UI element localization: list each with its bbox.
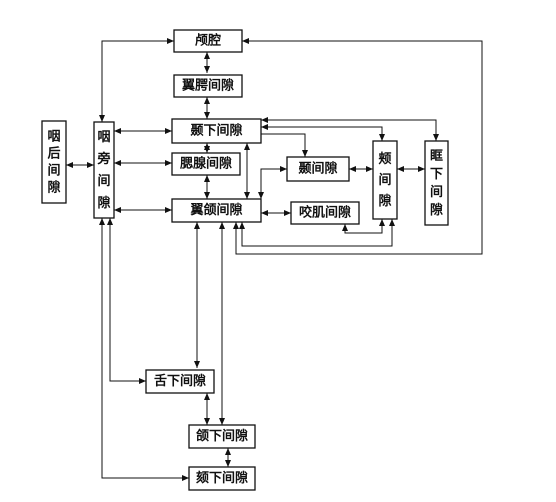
box-retropharyngeal: 咽后间隙 <box>41 120 67 204</box>
label-infratemporal: 颞下间隙 <box>189 123 242 139</box>
box-pterygomandibular: 翼颌间隙 <box>171 198 262 223</box>
label-infraorbital: 眶下间隙 <box>430 149 443 218</box>
label-pterygomandibular: 翼颌间隙 <box>189 202 242 218</box>
label-sublingual: 舌下间隙 <box>154 373 206 389</box>
box-pterygopalatine: 翼腭间隙 <box>173 74 243 98</box>
label-parapharyngeal: 咽旁间隙 <box>96 130 110 211</box>
box-infratemporal: 颞下间隙 <box>171 118 262 144</box>
box-temporal: 颞间隙 <box>286 156 350 182</box>
label-buccal: 颊间隙 <box>378 151 391 209</box>
box-masseteric: 咬肌间隙 <box>290 201 360 225</box>
box-submental: 颏下间隙 <box>188 466 256 491</box>
label-masseteric: 咬肌间隙 <box>299 205 351 221</box>
label-submandibular: 颌下间隙 <box>196 428 248 444</box>
label-retropharyngeal: 咽后间隙 <box>47 129 60 195</box>
label-skull-base: 颅腔 <box>195 33 221 49</box>
label-parotid: 腮腺间隙 <box>180 156 232 172</box>
box-buccal: 颊间隙 <box>372 140 398 220</box>
label-temporal: 颞间隙 <box>297 161 337 177</box>
box-skull-base: 颅腔 <box>173 29 243 53</box>
label-pterygopalatine: 翼腭间隙 <box>181 78 234 94</box>
box-infraorbital: 眶下间隙 <box>424 140 449 226</box>
box-sublingual: 舌下间隙 <box>145 369 215 394</box>
label-submental: 颏下间隙 <box>196 470 248 486</box>
box-submandibular: 颌下间隙 <box>188 424 256 449</box>
box-parapharyngeal: 咽旁间隙 <box>93 121 115 219</box>
connector-lines <box>66 38 483 481</box>
box-parotid: 腮腺间隙 <box>171 152 241 176</box>
